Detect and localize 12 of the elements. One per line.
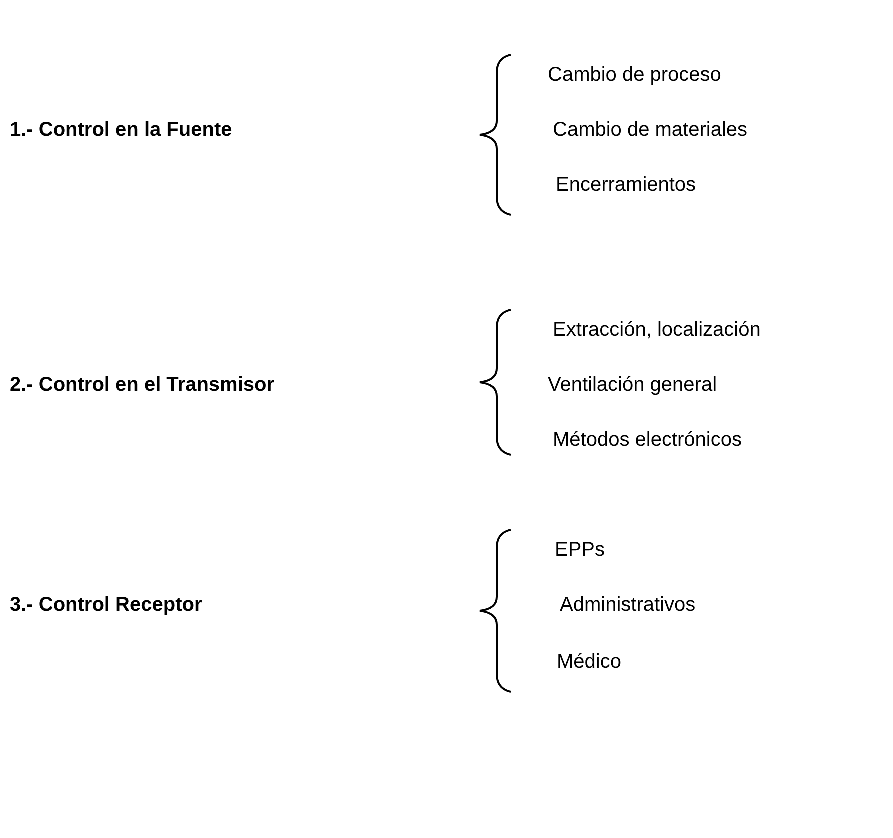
- category-heading: 3.- Control Receptor: [10, 593, 202, 617]
- measure-item: Extracción, localización: [553, 318, 761, 342]
- category-heading: 1.- Control en la Fuente: [10, 118, 232, 142]
- category-heading: 2.- Control en el Transmisor: [10, 373, 275, 397]
- measure-item: Médico: [557, 650, 622, 674]
- measure-item: Ventilación general: [548, 373, 718, 397]
- measure-item: Encerramientos: [556, 173, 696, 197]
- measure-item: Administrativos: [560, 593, 696, 617]
- measure-item: Métodos electrónicos: [553, 428, 742, 452]
- measure-item: Cambio de materiales: [553, 118, 748, 142]
- measure-item: EPPs: [555, 538, 606, 562]
- measure-item: Cambio de proceso: [548, 63, 722, 87]
